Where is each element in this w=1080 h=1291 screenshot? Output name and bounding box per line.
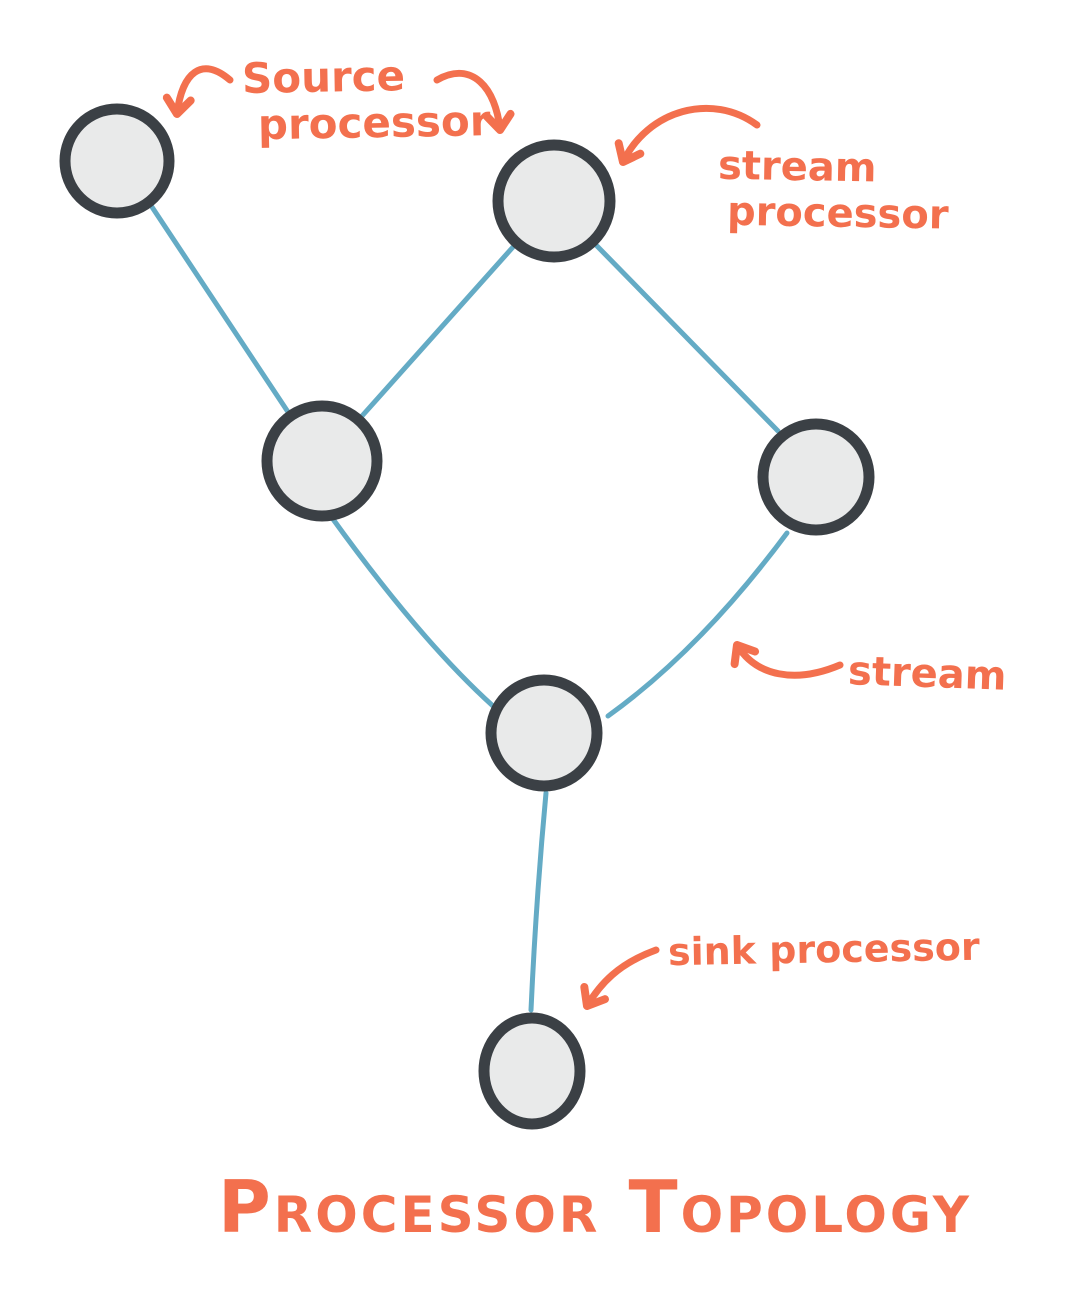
edge-center-to-sink xyxy=(528,790,549,1013)
edge-midleft-to-center xyxy=(327,512,496,709)
source-processor-left-arrow xyxy=(162,65,234,118)
stream-processor-label-line1: stream xyxy=(718,143,877,192)
annotation-labels-group: Source processor stream processor stream… xyxy=(242,51,1008,974)
node-source-top-left xyxy=(59,103,175,219)
node-stream-mid-left xyxy=(261,400,383,522)
stream-processor-label-line2: processor xyxy=(727,189,950,239)
node-top-middle xyxy=(492,139,616,263)
edge-topmiddle-to-midleft xyxy=(359,244,516,419)
node-stream-center xyxy=(485,674,603,792)
source-processor-right-arrow xyxy=(433,70,515,134)
node-stream-mid-right xyxy=(757,418,875,536)
stream-processor-arrow xyxy=(614,104,761,166)
source-processor-label-line1: Source xyxy=(242,51,406,103)
nodes-group xyxy=(59,103,875,1130)
annotation-arrows-group xyxy=(162,65,844,1010)
edge-topleft-to-midleft xyxy=(149,204,291,415)
edge-midright-to-center xyxy=(605,530,790,719)
edges-group xyxy=(149,204,790,1013)
stream-arrow xyxy=(730,641,844,679)
sink-processor-arrow xyxy=(580,946,660,1010)
edge-topmiddle-to-midright xyxy=(594,243,781,434)
stream-label: stream xyxy=(847,648,1007,700)
node-sink xyxy=(478,1012,586,1130)
sink-processor-label: sink processor xyxy=(668,925,981,974)
source-processor-label-line2: processor xyxy=(257,96,491,149)
diagram-title: Processor Topology xyxy=(218,1165,972,1249)
